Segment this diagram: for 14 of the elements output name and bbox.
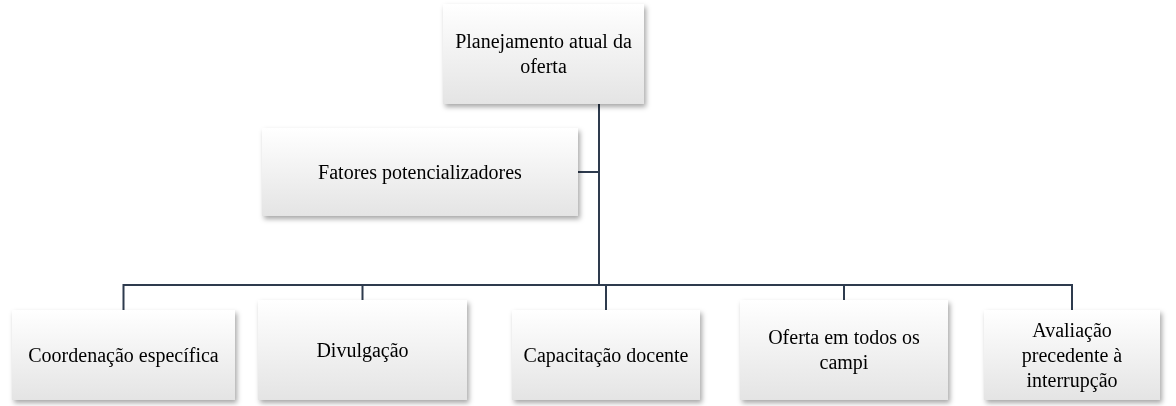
org-chart-box [262, 128, 578, 216]
org-chart-box [258, 300, 467, 400]
org-chart-box [512, 310, 700, 400]
box-label: Planejamento atual da oferta [454, 29, 633, 79]
org-chart-box [443, 4, 644, 104]
org-chart-box [984, 310, 1160, 400]
box-label: Capacitação docente [523, 342, 689, 368]
box-label: Fatores potencializadores [318, 159, 522, 185]
box-label: Coordenação específica [28, 342, 219, 368]
org-chart-box [12, 310, 235, 400]
box-label: Avaliação precedente à interrupção [1020, 317, 1124, 393]
box-label: Divulgação [316, 337, 409, 363]
org-chart-box [740, 300, 948, 400]
box-label: Oferta em todos os campi [767, 325, 921, 375]
